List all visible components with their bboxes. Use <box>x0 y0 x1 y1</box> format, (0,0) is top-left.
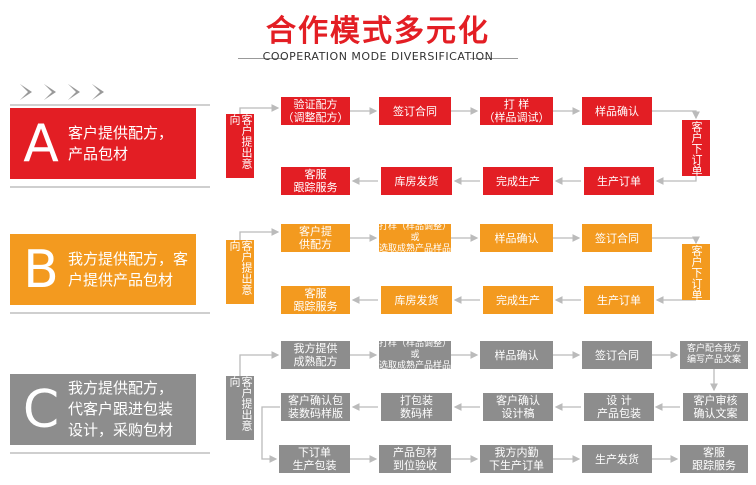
flow-a-step-node: 客服跟踪服务 <box>281 167 350 195</box>
flow-b-step-node: 签订合同 <box>582 224 652 252</box>
flow-c-step-node: 客户配合我方编写产品文案 <box>680 341 748 369</box>
flow-c-start-node: 客户提出意向 <box>226 376 254 440</box>
flow-b-step-node: 库房发货 <box>381 286 452 314</box>
flow-b-step-node: 客户提供配方 <box>281 224 350 252</box>
flow-c-step-node: 客户确认设计稿 <box>483 393 553 421</box>
flow-c-step-node: 客户确认包装数码样版 <box>281 393 350 421</box>
chevron-cut <box>68 84 76 100</box>
mode-b-label: B 我方提供配方，客户提供产品包材 <box>10 234 196 305</box>
flow-b-step-node: 完成生产 <box>483 286 553 314</box>
mode-a-letter: A <box>23 113 59 174</box>
flow-b-order-node: 客户下订单 <box>682 244 710 300</box>
mode-c-letter: C <box>22 379 60 440</box>
flow-c-step-node: 打包装数码样 <box>381 393 452 421</box>
flow-c-step-node: 我方提供成熟配方 <box>281 341 350 369</box>
flow-b-step-node: 打样（样品调整）或选取成熟产品样品 <box>379 221 452 254</box>
mode-c-text: 我方提供配方，代客户跟进包装设计，采购包材 <box>68 379 174 439</box>
mode-a-text: 客户提供配方，产品包材 <box>68 123 174 163</box>
flow-a-step-node: 打 样（样品调试） <box>480 97 553 125</box>
flow-b-step-node: 生产订单 <box>584 286 654 314</box>
flow-a-step-node: 验证配方（调整配方） <box>281 97 350 125</box>
mode-c-label: C 我方提供配方，代客户跟进包装设计，采购包材 <box>10 374 196 445</box>
subtitle-right-rule <box>470 58 518 59</box>
divider <box>10 312 210 314</box>
subtitle-left-rule <box>238 58 286 59</box>
flow-c-step-node: 签订合同 <box>582 341 652 369</box>
flow-c-step-node: 打样（样品调整）或选取成熟产品样品 <box>379 338 452 371</box>
flow-c-step-node: 客服跟踪服务 <box>680 445 748 473</box>
flow-a-start-node: 客户提出意向 <box>226 114 254 178</box>
flow-c-step-node: 下订单生产包装 <box>279 445 350 473</box>
chevron-cut <box>20 84 28 100</box>
chevron-cut <box>44 84 52 100</box>
mode-b-letter: B <box>23 239 59 300</box>
mode-a-label: A 客户提供配方，产品包材 <box>10 108 196 179</box>
flow-b-start-node: 客户提出意向 <box>226 240 254 304</box>
flow-a-step-node: 库房发货 <box>381 167 452 195</box>
divider <box>10 186 210 188</box>
header-divider <box>10 104 210 106</box>
mode-b-text: 我方提供配方，客户提供产品包材 <box>68 249 189 289</box>
page-title: 合作模式多元化 <box>266 14 490 49</box>
flow-c-step-node: 产品包材到位验收 <box>379 445 451 473</box>
flow-c-step-node: 生产发货 <box>582 445 652 473</box>
flow-c-step-node: 客户审核确认文案 <box>683 393 748 421</box>
flow-c-step-node: 我方内勤下生产订单 <box>480 445 553 473</box>
flow-c-step-node: 设 计产品包装 <box>584 393 654 421</box>
flow-a-order-node: 客户下订单 <box>682 120 710 176</box>
page-subtitle: COOPERATION MODE DIVERSIFICATION <box>262 50 494 63</box>
flow-a-step-node: 生产订单 <box>584 167 654 195</box>
flow-a-step-node: 样品确认 <box>582 97 652 125</box>
divider <box>10 452 210 454</box>
flow-b-step-node: 客服跟踪服务 <box>281 286 350 314</box>
flow-c-step-node: 样品确认 <box>480 341 553 369</box>
flow-a-step-node: 完成生产 <box>483 167 553 195</box>
flow-a-step-node: 签订合同 <box>379 97 451 125</box>
chevron-cut <box>92 84 100 100</box>
flow-b-step-node: 样品确认 <box>480 224 553 252</box>
